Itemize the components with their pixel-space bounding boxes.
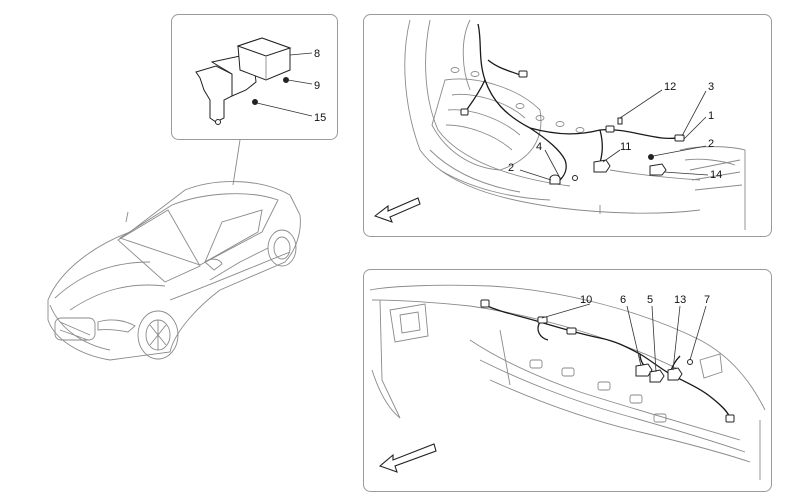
callout-13: 13 bbox=[674, 294, 686, 306]
callout-10: 10 bbox=[580, 294, 592, 306]
detail-leader-line bbox=[232, 139, 241, 186]
callout-3: 3 bbox=[708, 81, 714, 93]
callout-15: 15 bbox=[314, 112, 326, 124]
callout-2-left: 2 bbox=[508, 162, 514, 174]
rear-bumper-panel: 10 6 5 13 7 bbox=[363, 269, 772, 492]
callout-1: 1 bbox=[708, 110, 714, 122]
callout-2-right: 2 bbox=[708, 138, 714, 150]
callout-7: 7 bbox=[704, 294, 710, 306]
front-bumper-frame bbox=[363, 14, 772, 237]
callout-9: 9 bbox=[314, 80, 320, 92]
callout-12: 12 bbox=[664, 81, 676, 93]
rear-bumper-frame bbox=[363, 269, 772, 492]
front-bumper-panel: 12 3 1 2 2 4 11 14 bbox=[363, 14, 772, 237]
callout-6: 6 bbox=[620, 294, 626, 306]
callout-11: 11 bbox=[620, 141, 631, 153]
arrow-down-left-icon bbox=[378, 443, 437, 473]
arrow-down-left-icon bbox=[373, 197, 421, 223]
callout-14: 14 bbox=[710, 169, 722, 181]
car-illustration bbox=[47, 139, 301, 361]
callout-4: 4 bbox=[536, 141, 542, 153]
callout-5: 5 bbox=[647, 294, 653, 306]
module-detail-panel: 8 9 15 bbox=[171, 14, 338, 140]
callout-8: 8 bbox=[314, 48, 320, 60]
